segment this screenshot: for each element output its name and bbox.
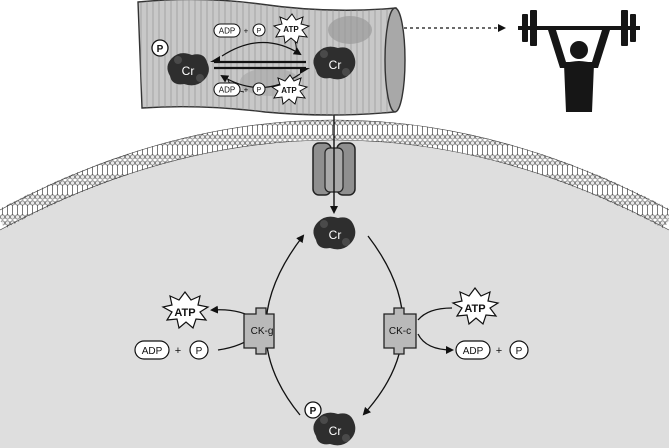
cytoplasm	[0, 140, 669, 448]
svg-text:+: +	[175, 345, 181, 357]
muscle-reaction-top: ADP + P ATP	[213, 13, 311, 44]
svg-text:ATP: ATP	[174, 307, 195, 319]
svg-text:+: +	[244, 27, 249, 36]
atp-burst	[270, 74, 309, 105]
ckg-reaction: ATP ADP + P	[134, 291, 210, 360]
ckc-adp-arrow	[417, 333, 454, 354]
phosphate-badge-muscle: P	[151, 39, 169, 57]
atp-burst	[161, 291, 210, 330]
svg-text:ADP: ADP	[142, 346, 163, 357]
muscle-end	[384, 7, 406, 113]
muscle-reaction-bottom: ADP + P ATP	[213, 74, 309, 105]
svg-text:ATP: ATP	[281, 86, 297, 95]
svg-text:CK-g: CK-g	[251, 326, 274, 337]
creatine-molecule-cytoplasm-top: Cr	[313, 216, 356, 250]
weightlifter-icon	[518, 10, 640, 112]
exchange-arrow	[210, 56, 310, 74]
svg-text:+: +	[244, 86, 249, 95]
reaction-curve-top	[221, 41, 302, 57]
svg-text:P: P	[257, 28, 262, 35]
phosphate-circle	[252, 23, 266, 37]
creatine-molecule-right: Cr	[313, 46, 356, 80]
svg-text:ADP: ADP	[219, 27, 235, 36]
svg-text:ATP: ATP	[464, 303, 485, 315]
phosphate-circle	[189, 340, 209, 360]
atp-burst	[272, 13, 311, 44]
adp-pill	[134, 340, 170, 360]
atp-burst	[451, 287, 500, 326]
svg-text:Cr: Cr	[329, 424, 342, 438]
phosphate-badge-cytoplasm	[304, 401, 322, 419]
svg-text:ATP: ATP	[283, 25, 299, 34]
adp-pill	[213, 23, 241, 38]
phosphocreatine-molecule-cytoplasm-bottom: Cr P	[304, 401, 356, 446]
svg-text:P: P	[257, 87, 262, 94]
svg-text:ADP: ADP	[219, 86, 235, 95]
adp-pill	[455, 340, 491, 360]
svg-text:+: +	[496, 345, 502, 357]
svg-text:P: P	[516, 346, 523, 357]
enzyme-ck-g: CK-g	[243, 307, 275, 355]
svg-text:P: P	[157, 44, 164, 55]
creatine-molecule-left: Cr	[167, 53, 209, 86]
enzyme-ck-c: CK-c	[383, 307, 417, 355]
svg-text:P: P	[196, 346, 203, 357]
svg-text:Cr: Cr	[329, 228, 342, 242]
phosphate-circle	[252, 82, 266, 96]
svg-text:P: P	[310, 406, 317, 417]
svg-text:CK-c: CK-c	[389, 326, 411, 337]
adp-pill	[213, 82, 241, 97]
svg-text:Cr: Cr	[182, 64, 195, 78]
ckc-reaction: ATP ADP + P	[451, 287, 529, 360]
muscle-fiber	[137, 0, 406, 116]
svg-text:ADP: ADP	[463, 346, 484, 357]
phosphate-circle	[509, 340, 529, 360]
svg-text:Cr: Cr	[329, 58, 342, 72]
